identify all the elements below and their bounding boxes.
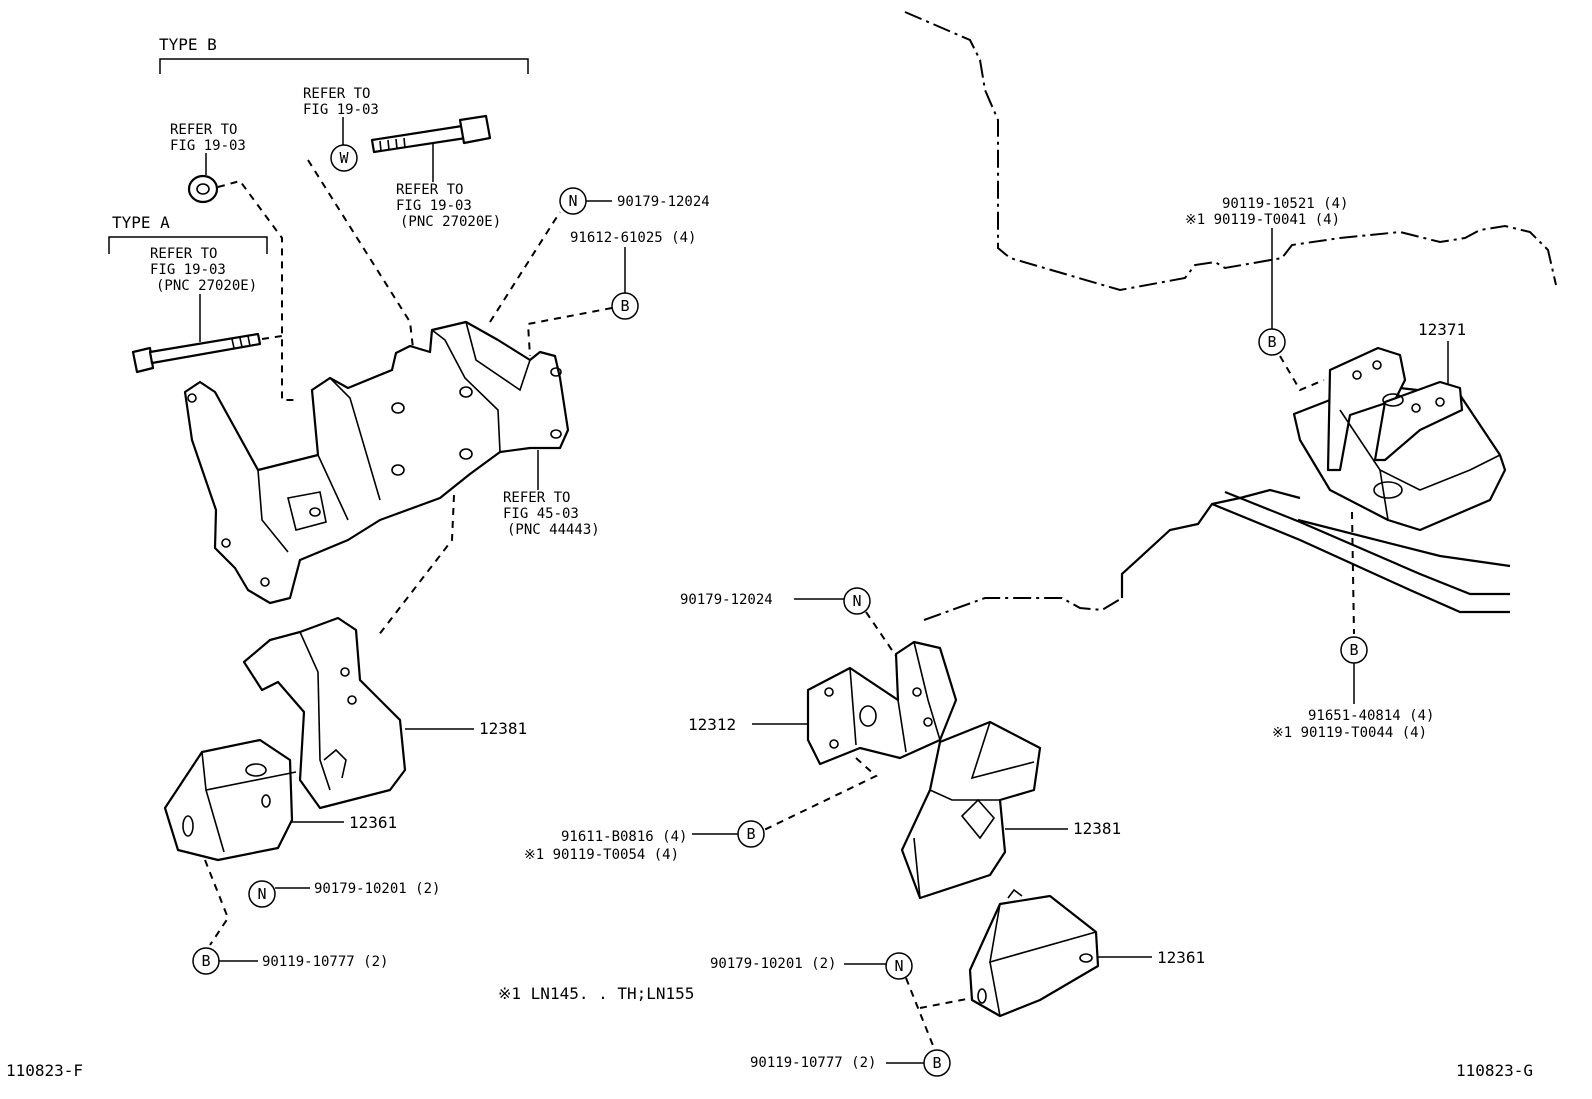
refer-note-type-a-bolt: REFER TO FIG 19-03 (PNC 27020E) xyxy=(150,246,257,342)
refer-note-type-b-washer: REFER TO FIG 19-03 xyxy=(303,86,379,145)
bolt-type-b xyxy=(307,114,492,349)
svg-text:REFER TO: REFER TO xyxy=(396,182,463,198)
svg-text:(PNC 27020E): (PNC 27020E) xyxy=(400,214,501,230)
svg-text:FIG 19-03: FIG 19-03 xyxy=(170,138,246,154)
svg-text:(PNC 27020E): (PNC 27020E) xyxy=(156,278,257,294)
part-90119-T0044: ※1 90119-T0044 (4) xyxy=(1272,725,1427,741)
part-90119-10777-right: 90119-10777 (2) xyxy=(750,1055,876,1071)
svg-text:FIG 19-03: FIG 19-03 xyxy=(303,102,379,118)
svg-text:FIG 45-03: FIG 45-03 xyxy=(503,506,579,522)
marker-n-lower-left: N 90179-10201 (2) xyxy=(248,880,440,908)
svg-text:B: B xyxy=(932,1054,941,1072)
marker-b-lower-left: B 90119-10777 (2) xyxy=(192,947,388,975)
part-90119-T0054: ※1 90119-T0054 (4) xyxy=(524,847,679,863)
part-91651-40814: 91651-40814 (4) xyxy=(1308,708,1434,724)
insulator-bracket-left: 12381 xyxy=(242,616,527,810)
bolt-type-a xyxy=(131,332,283,374)
part-12312: 12312 xyxy=(688,715,736,734)
part-90179-10201-left: 90179-10201 (2) xyxy=(314,881,440,897)
applicability-footnote: ※1 LN145. . TH;LN155 xyxy=(498,984,694,1003)
svg-text:FIG 19-03: FIG 19-03 xyxy=(150,262,226,278)
part-90179-12024-right: 90179-12024 xyxy=(680,592,773,608)
part-90119-T0041: ※1 90119-T0041 (4) xyxy=(1185,212,1340,228)
part-90179-12024-left: 90179-12024 xyxy=(617,194,710,210)
refer-note-bracket: REFER TO FIG 45-03 (PNC 44443) xyxy=(503,450,600,538)
svg-text:B: B xyxy=(1267,333,1276,351)
svg-text:REFER TO: REFER TO xyxy=(303,86,370,102)
drawing-code-right: 110823-G xyxy=(1456,1061,1533,1080)
svg-text:N: N xyxy=(894,957,903,975)
svg-text:N: N xyxy=(852,592,861,610)
svg-text:(PNC 44443): (PNC 44443) xyxy=(507,522,600,538)
part-90119-10777-left: 90119-10777 (2) xyxy=(262,954,388,970)
svg-text:B: B xyxy=(201,952,210,970)
part-91611-B0816: 91611-B0816 (4) xyxy=(561,829,687,845)
marker-b-lower-middle: 91611-B0816 (4) ※1 90119-T0054 (4) B xyxy=(524,820,765,863)
part-90119-10521: 90119-10521 (4) xyxy=(1222,196,1348,212)
marker-n-upper-right: 90179-12024 N xyxy=(680,587,897,657)
engine-mounting-insulator-right: 12361 xyxy=(968,888,1205,1018)
marker-n-upper-left: N 90179-12024 xyxy=(489,187,710,323)
part-12381-right: 12381 xyxy=(1073,819,1121,838)
part-12381-left: 12381 xyxy=(479,719,527,738)
refer-note-type-b-bolt: REFER TO FIG 19-03 (PNC 27020E) xyxy=(396,140,501,230)
svg-text:N: N xyxy=(257,885,266,903)
svg-text:W: W xyxy=(339,149,349,167)
marker-b-upper-right: 90119-10521 (4) ※1 90119-T0041 (4) B xyxy=(1185,196,1348,356)
part-90179-10201-right: 90179-10201 (2) xyxy=(710,956,836,972)
marker-b-lower-right: 90119-10777 (2) B xyxy=(750,1049,951,1077)
rear-engine-mounting-insulator: 12371 xyxy=(1279,320,1507,635)
type-a-label: TYPE A xyxy=(112,213,170,232)
svg-text:REFER TO: REFER TO xyxy=(503,490,570,506)
engine-mounting-bracket-right: 12312 xyxy=(688,640,958,831)
engine-mounting-insulator-left: 12361 xyxy=(163,738,397,946)
part-12361-left: 12361 xyxy=(349,813,397,832)
refer-note-type-b-nut: REFER TO FIG 19-03 xyxy=(170,122,246,175)
svg-text:FIG 19-03: FIG 19-03 xyxy=(396,198,472,214)
type-b-group: TYPE B xyxy=(159,35,529,74)
svg-text:B: B xyxy=(746,825,755,843)
type-b-label: TYPE B xyxy=(159,35,217,54)
marker-n-lower-right: 90179-10201 (2) N xyxy=(710,952,973,1049)
flange-nut-type-b xyxy=(187,174,295,401)
drawing-code-left: 110823-F xyxy=(6,1061,83,1080)
engine-mounting-bracket xyxy=(183,320,570,637)
insulator-bracket-right: 12381 xyxy=(900,720,1121,900)
part-12361-right: 12361 xyxy=(1157,948,1205,967)
svg-text:B: B xyxy=(1349,641,1358,659)
part-91612-61025: 91612-61025 (4) xyxy=(570,230,696,246)
svg-text:REFER TO: REFER TO xyxy=(150,246,217,262)
marker-b-middle-right: B 91651-40814 (4) ※1 90119-T0044 (4) xyxy=(1272,636,1434,741)
frame-outline xyxy=(904,11,1557,621)
svg-text:REFER TO: REFER TO xyxy=(170,122,237,138)
part-12371: 12371 xyxy=(1418,320,1466,339)
svg-text:B: B xyxy=(620,297,629,315)
svg-text:N: N xyxy=(568,192,577,210)
marker-b-upper-left: 91612-61025 (4) B xyxy=(526,230,696,357)
marker-w: W xyxy=(330,144,358,172)
type-a-group: TYPE A xyxy=(108,213,268,254)
